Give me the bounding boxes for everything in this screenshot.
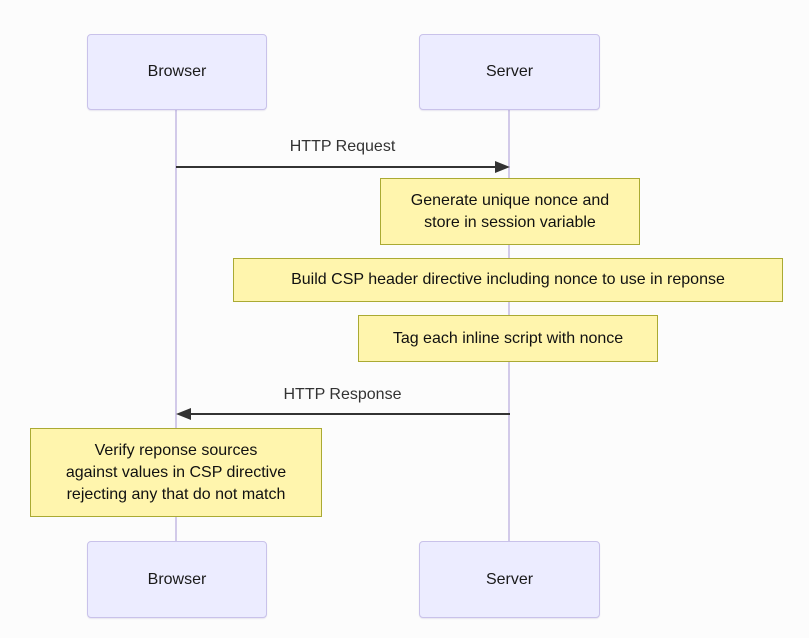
note-build-csp-header: Build CSP header directive including non…: [233, 258, 783, 302]
note-text: Verify reponse sources against values in…: [65, 441, 287, 503]
arrow-http-request: [176, 161, 510, 173]
actor-bottom-server: Server: [419, 541, 600, 618]
actor-top-browser: Browser: [87, 34, 267, 110]
note-verify-sources: Verify reponse sources against values in…: [30, 428, 322, 517]
note-text: Tag each inline script with nonce: [392, 329, 624, 347]
note-generate-nonce: Generate unique nonce and store in sessi…: [380, 178, 640, 245]
note-text: Build CSP header directive including non…: [291, 271, 725, 288]
actor-top-server: Server: [419, 34, 600, 110]
actor-label: Server: [485, 63, 534, 80]
actor-label: Browser: [147, 63, 207, 80]
note-tag-inline-script: Tag each inline script with nonce: [358, 315, 658, 362]
actor-label: Server: [485, 570, 534, 588]
message-label-http-response: HTTP Response: [283, 386, 402, 403]
arrow-http-response: [176, 408, 510, 420]
actor-label: Browser: [147, 570, 207, 588]
note-text: Generate unique nonce and store in sessi…: [410, 191, 610, 231]
lifeline-browser: [175, 110, 177, 541]
message-label-http-request: HTTP Request: [289, 138, 396, 155]
actor-bottom-browser: Browser: [87, 541, 267, 618]
